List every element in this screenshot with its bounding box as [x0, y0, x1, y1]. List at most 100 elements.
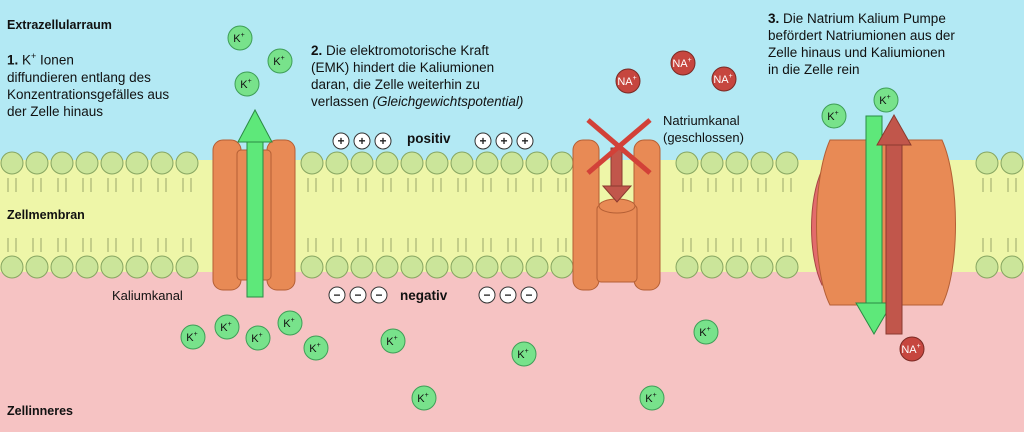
lipid-head: [975, 255, 999, 279]
lipid-head: [725, 255, 749, 279]
potassium-channel-label: Kaliumkanal: [112, 288, 183, 303]
svg-text:K+: K+: [309, 342, 320, 355]
lipid-head: [550, 255, 574, 279]
step3-text: 3. Die Natrium Kalium Pumpe befördert Na…: [768, 10, 1018, 78]
positive-charge: +: [353, 132, 371, 150]
lipid-head: [175, 151, 199, 175]
svg-text:K+: K+: [233, 32, 244, 45]
membrane-label: Zellmembran: [7, 208, 85, 222]
lipid-head: [400, 151, 424, 175]
positive-label: positiv: [407, 131, 451, 146]
step3-number: 3.: [768, 11, 780, 26]
lipid-head: [50, 255, 74, 279]
step1-line: diffundieren entlang des: [7, 69, 151, 85]
step3-line: Zelle hinaus und Kaliumionen: [768, 45, 946, 60]
potassium-ion: K+: [821, 103, 847, 129]
lipid-head: [475, 151, 499, 175]
lipid-head: [400, 255, 424, 279]
lipid-head: [525, 151, 549, 175]
lipid-head: [500, 255, 524, 279]
svg-text:+: +: [521, 134, 528, 148]
sodium-channel-state: (geschlossen): [663, 130, 744, 145]
potassium-ion: K+: [234, 71, 260, 97]
svg-text:NA+: NA+: [617, 75, 636, 88]
blocked-cross-icon: [586, 118, 652, 175]
potassium-ion: K+: [511, 341, 537, 367]
intracellular-label: Zellinneres: [7, 404, 73, 418]
svg-text:NA+: NA+: [672, 57, 691, 70]
svg-text:+: +: [358, 134, 365, 148]
step2-line: daran, die Zelle weiterhin zu: [311, 77, 480, 92]
potassium-ion: K+: [873, 87, 899, 113]
lipid-head: [425, 151, 449, 175]
potassium-ion: K+: [227, 25, 253, 51]
potassium-ion: K+: [214, 314, 240, 340]
potassium-ion: K+: [267, 48, 293, 74]
sodium-ion: NA+: [711, 66, 737, 92]
step1-line: Konzentrationsgefälles aus: [7, 86, 170, 102]
negative-charge: −: [328, 286, 346, 304]
lipid-head: [350, 151, 374, 175]
step2-note: (Gleichgewichtspotential): [372, 94, 524, 109]
step1-ionen: Ionen: [36, 52, 74, 68]
svg-text:K+: K+: [879, 94, 890, 107]
positive-charge: +: [516, 132, 534, 150]
negative-charge: −: [520, 286, 538, 304]
sodium-channel: [572, 139, 661, 291]
svg-text:K+: K+: [240, 78, 251, 91]
lipid-head: [0, 255, 24, 279]
lipid-head: [700, 255, 724, 279]
lipid-head: [25, 151, 49, 175]
potassium-ion: K+: [639, 385, 665, 411]
lipid-head: [75, 255, 99, 279]
svg-text:K+: K+: [645, 392, 656, 405]
svg-text:K+: K+: [186, 331, 197, 344]
lipid-head: [300, 151, 324, 175]
potassium-ion: K+: [380, 328, 406, 354]
lipid-head: [325, 151, 349, 175]
extracellular-space: [0, 0, 1024, 160]
svg-text:K+: K+: [273, 55, 284, 68]
extracellular-label: Extrazellularraum: [7, 18, 112, 32]
potassium-ion: K+: [277, 310, 303, 336]
step2-line: verlassen: [311, 94, 373, 109]
lipid-head: [25, 255, 49, 279]
sodium-ions: NA+ NA+ NA+ NA+: [615, 50, 925, 362]
svg-text:+: +: [379, 134, 386, 148]
positive-charge: +: [495, 132, 513, 150]
step2-line: Die elektromotorische Kraft: [322, 43, 489, 58]
lipid-head: [75, 151, 99, 175]
negative-charge: −: [370, 286, 388, 304]
lipid-head: [450, 255, 474, 279]
svg-text:K+: K+: [417, 392, 428, 405]
lipid-head: [100, 255, 124, 279]
lipid-head: [1000, 255, 1024, 279]
lipid-head: [750, 151, 774, 175]
lipid-head: [50, 151, 74, 175]
svg-text:NA+: NA+: [901, 343, 920, 356]
lipid-head: [125, 255, 149, 279]
lipid-head: [725, 151, 749, 175]
svg-text:K+: K+: [827, 110, 838, 123]
step2-text: 2. Die elektromotorische Kraft (EMK) hin…: [311, 42, 571, 110]
lipid-head: [675, 151, 699, 175]
svg-text:K+: K+: [220, 321, 231, 334]
potassium-channel: [212, 139, 296, 291]
lipid-head: [475, 255, 499, 279]
potassium-ions: K+K+K+K+K+K+K+K+K+K+K+K+K+K+K+: [180, 25, 899, 411]
lipid-head: [350, 255, 374, 279]
svg-text:+: +: [479, 134, 486, 148]
pump-sodium-arrow: [876, 113, 912, 335]
lipid-head: [750, 255, 774, 279]
step3-line: Die Natrium Kalium Pumpe: [779, 11, 946, 26]
positive-charge: +: [474, 132, 492, 150]
svg-text:K+: K+: [283, 317, 294, 330]
positive-charge: +: [374, 132, 392, 150]
lipid-head: [325, 255, 349, 279]
lipid-head: [375, 151, 399, 175]
positive-charge: +: [332, 132, 350, 150]
step2-line: (EMK) hindert die Kaliumionen: [311, 60, 495, 75]
svg-text:NA+: NA+: [713, 73, 732, 86]
